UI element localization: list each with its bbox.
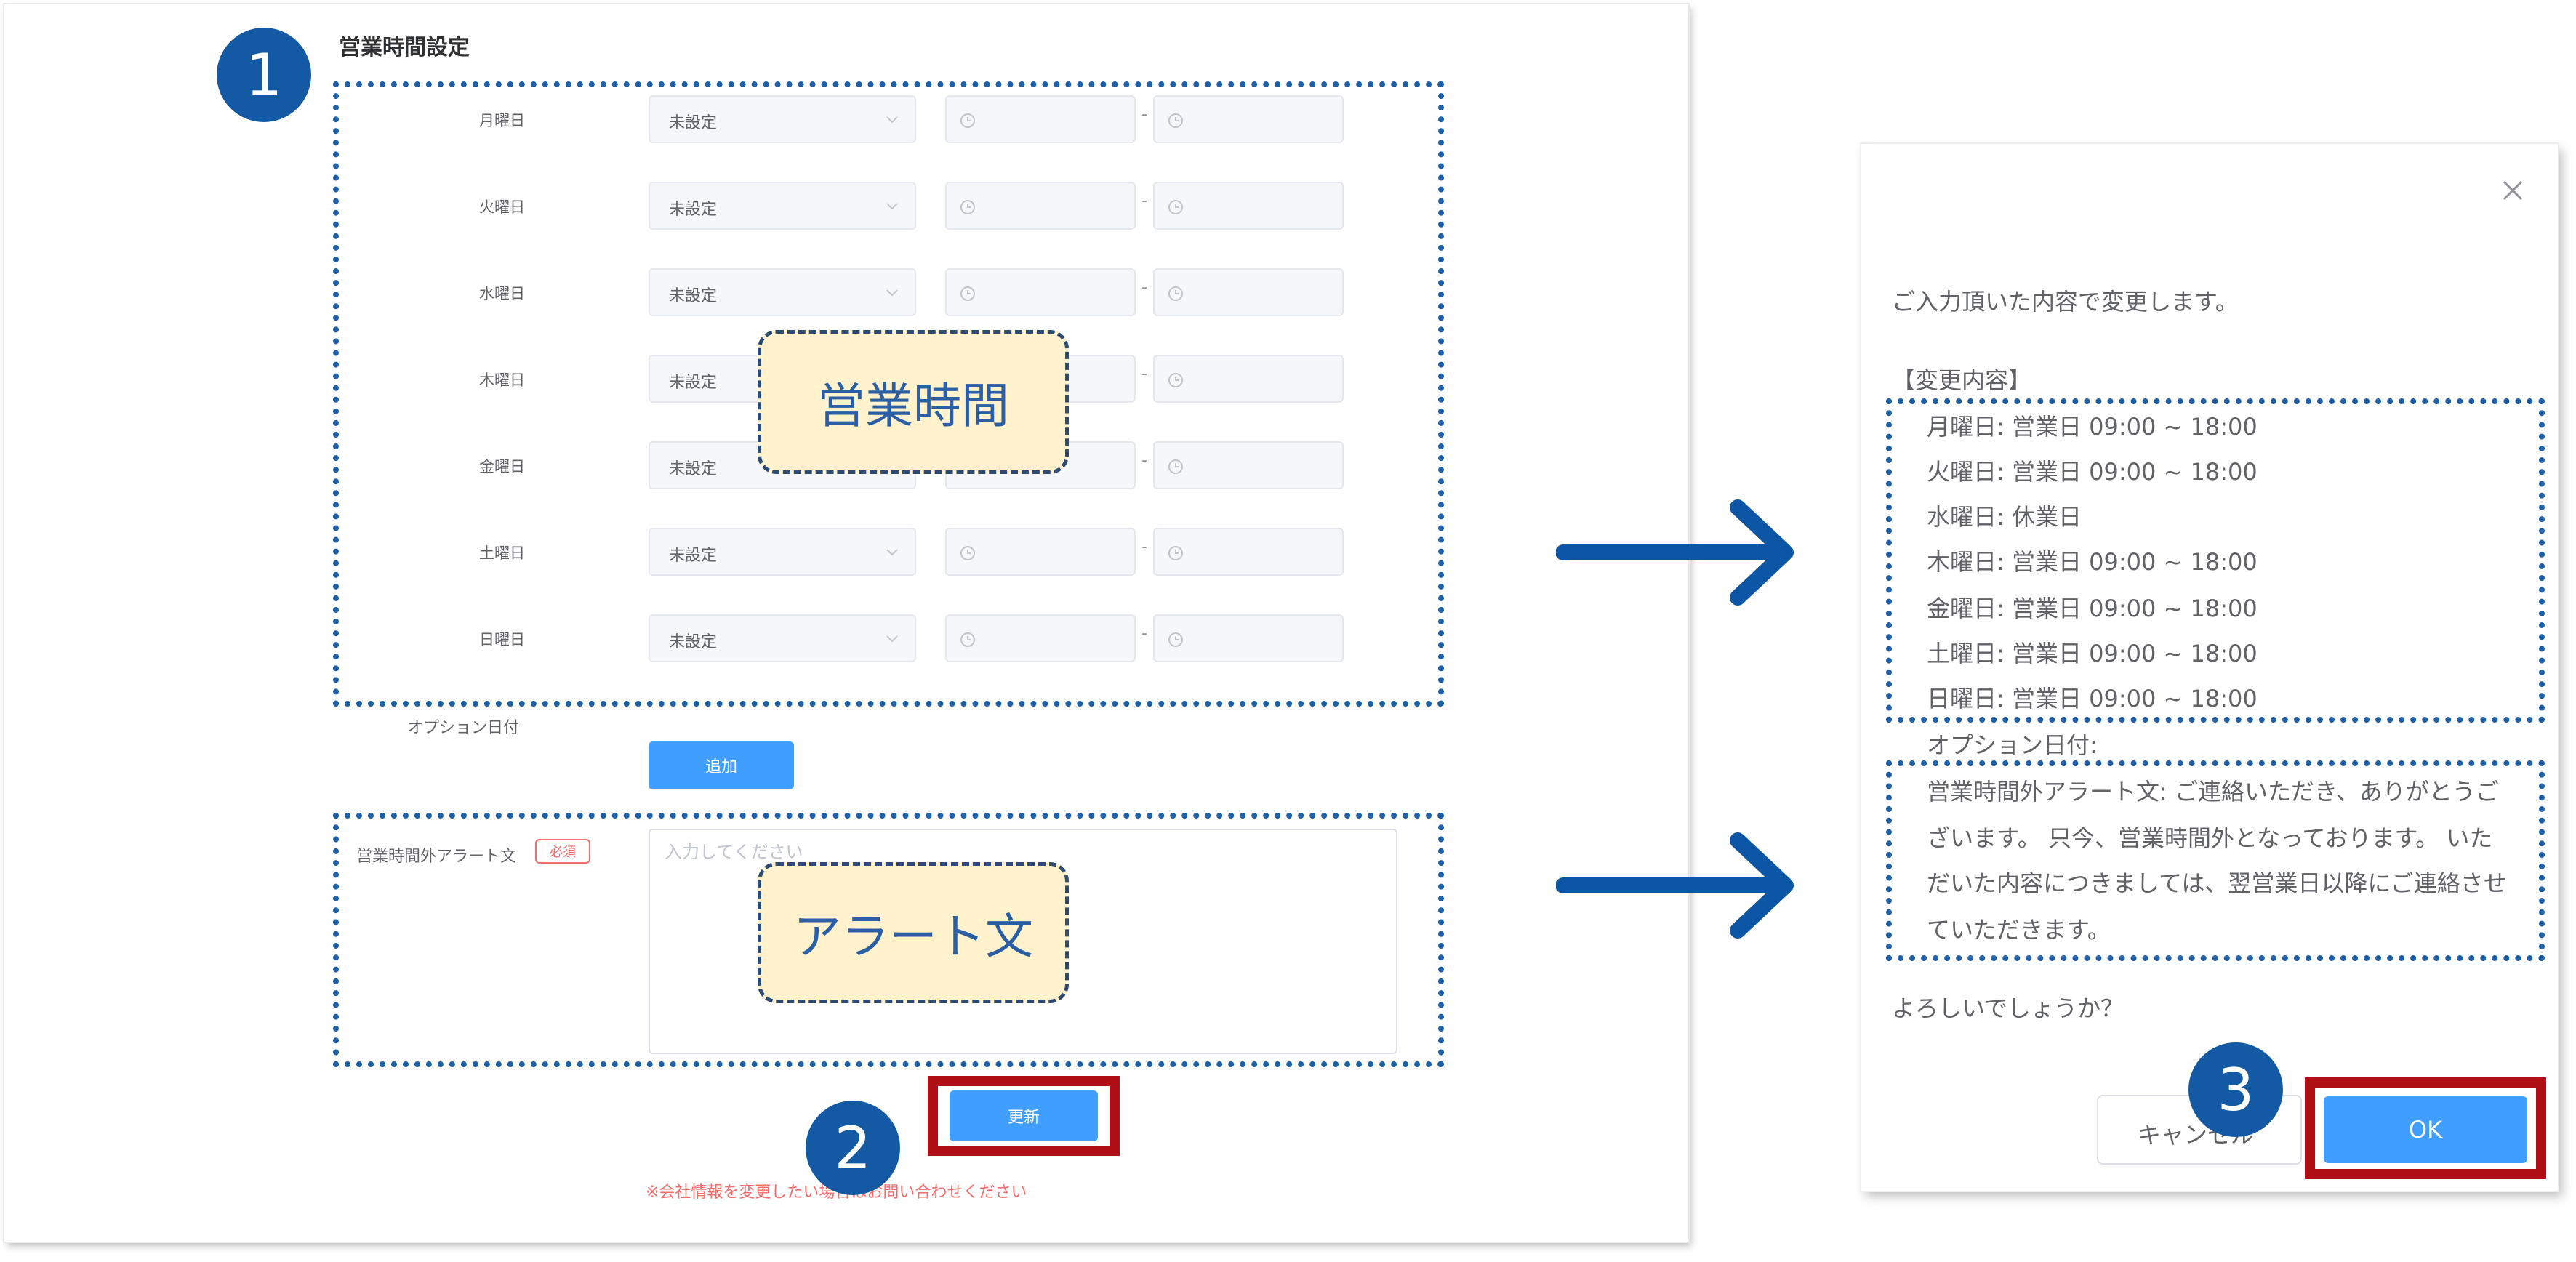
day-status-select[interactable]: 未設定 [649, 268, 916, 316]
day-status-select[interactable]: 未設定 [649, 182, 916, 230]
chevron-down-icon [886, 116, 898, 124]
chevron-down-icon [886, 635, 898, 643]
textarea-placeholder: 入力してください [665, 842, 803, 862]
select-value: 未設定 [669, 547, 718, 565]
update-button[interactable]: 更新 [950, 1090, 1098, 1141]
time-separator: - [1141, 538, 1147, 556]
time-separator: - [1141, 278, 1147, 297]
day-status-select[interactable]: 未設定 [649, 95, 916, 143]
clock-icon [1168, 286, 1183, 301]
arrow-right-icon [1556, 832, 1794, 939]
day-label: 火曜日 [479, 198, 525, 216]
time-separator: - [1141, 105, 1147, 124]
select-value: 未設定 [669, 633, 718, 651]
page-title: 営業時間設定 [339, 35, 470, 60]
alert-summary-highlight [1886, 760, 2545, 961]
end-time-input[interactable] [1153, 268, 1344, 316]
alert-text-label: 営業時間外アラート文 [356, 848, 517, 866]
clock-icon [960, 286, 975, 301]
start-time-input[interactable] [945, 528, 1136, 576]
select-value: 未設定 [669, 460, 718, 478]
clock-icon [1168, 200, 1183, 214]
end-time-input[interactable] [1153, 182, 1344, 230]
day-label: 土曜日 [479, 544, 525, 562]
alert-text-summary-line: ていただきます。 [1927, 916, 2111, 944]
end-time-input[interactable] [1153, 95, 1344, 143]
alert-text-callout: アラート文 [758, 862, 1069, 1003]
changes-highlight [1886, 398, 2545, 723]
start-time-input[interactable] [945, 614, 1136, 662]
confirm-question: よろしいでしょうか？ [1892, 994, 2124, 1022]
start-time-input[interactable] [945, 182, 1136, 230]
clock-icon [1168, 113, 1183, 128]
change-item: 土曜日: 営業日 09:00 ~ 18:00 [1927, 640, 2258, 667]
changes-header: 【変更内容】 [1892, 366, 2032, 394]
clock-icon [1168, 373, 1183, 387]
start-time-input[interactable] [945, 268, 1136, 316]
end-time-input[interactable] [1153, 441, 1344, 489]
day-status-select[interactable]: 未設定 [649, 614, 916, 662]
clock-icon [1168, 632, 1183, 647]
chevron-down-icon [886, 203, 898, 210]
clock-icon [1168, 459, 1183, 474]
option-date-summary: オプション日付: [1927, 731, 2098, 759]
day-label: 月曜日 [479, 112, 525, 129]
alert-text-summary-line: ざいます。 只今、営業時間外となっております。 いた [1927, 824, 2493, 852]
alert-text-summary-line: だいた内容につきましては、翌営業日以降にご連絡させ [1927, 869, 2507, 897]
clock-icon [1168, 546, 1183, 560]
arrow-right-icon [1556, 499, 1794, 606]
step-badge-3: 3 [2188, 1042, 2283, 1137]
chevron-down-icon [886, 289, 898, 297]
clock-icon [960, 113, 975, 128]
add-option-date-button[interactable]: 追加 [649, 741, 794, 789]
time-separator: - [1141, 624, 1147, 643]
end-time-input[interactable] [1153, 528, 1344, 576]
dialog-intro: ご入力頂いた内容で変更します。 [1892, 288, 2239, 316]
option-date-label: オプション日付 [407, 719, 520, 737]
day-label: 木曜日 [479, 371, 525, 389]
day-status-select[interactable]: 未設定 [649, 528, 916, 576]
change-item: 月曜日: 営業日 09:00 ~ 18:00 [1927, 413, 2258, 441]
end-time-input[interactable] [1153, 614, 1344, 662]
day-label: 水曜日 [479, 285, 525, 302]
chevron-down-icon [886, 549, 898, 556]
business-hours-callout: 営業時間 [758, 330, 1069, 474]
select-value: 未設定 [669, 287, 718, 305]
select-value: 未設定 [669, 114, 718, 132]
change-item: 日曜日: 営業日 09:00 ~ 18:00 [1927, 685, 2258, 712]
start-time-input[interactable] [945, 95, 1136, 143]
clock-icon [960, 200, 975, 214]
change-item: 木曜日: 営業日 09:00 ~ 18:00 [1927, 548, 2258, 576]
update-button-highlight [928, 1076, 1120, 1156]
clock-icon [960, 632, 975, 647]
time-separator: - [1141, 451, 1147, 470]
confirm-dialog [1861, 144, 2558, 1191]
alert-text-textarea[interactable]: 入力してください [649, 829, 1397, 1054]
business-hours-highlight [333, 81, 1444, 707]
time-separator: - [1141, 365, 1147, 383]
clock-icon [960, 546, 975, 560]
required-tag: 必須 [535, 839, 590, 864]
step-badge-1: 1 [217, 28, 311, 122]
change-item: 金曜日: 営業日 09:00 ~ 18:00 [1927, 595, 2258, 622]
ok-button-highlight [2305, 1077, 2546, 1179]
select-value: 未設定 [669, 374, 718, 392]
alert-text-summary-line: 営業時間外アラート文: ご連絡いただき、ありがとうご [1927, 778, 2499, 805]
close-icon[interactable] [2501, 179, 2524, 202]
end-time-input[interactable] [1153, 355, 1344, 403]
day-label: 日曜日 [479, 631, 525, 648]
select-value: 未設定 [669, 201, 718, 219]
alert-text-highlight [333, 813, 1444, 1067]
change-item: 火曜日: 営業日 09:00 ~ 18:00 [1927, 458, 2258, 486]
time-separator: - [1141, 192, 1147, 210]
step-badge-2: 2 [806, 1101, 900, 1195]
change-item: 水曜日: 休業日 [1927, 503, 2082, 531]
ok-button[interactable]: OK [2324, 1096, 2527, 1163]
day-label: 金曜日 [479, 458, 525, 475]
